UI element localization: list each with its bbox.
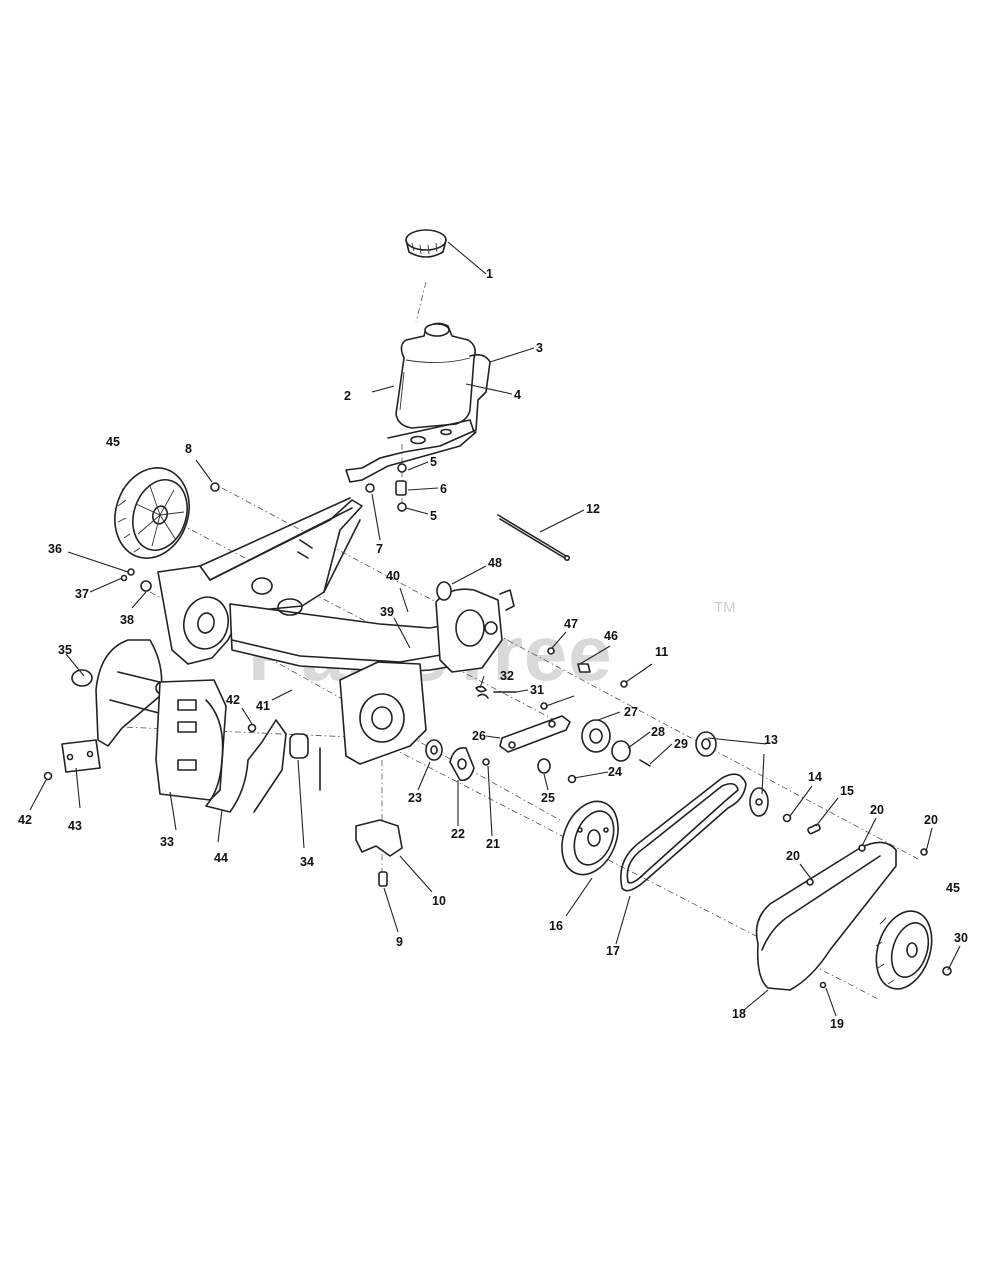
callout-23: 23 [408, 791, 422, 805]
callout-36: 36 [48, 542, 62, 556]
callout-41: 41 [256, 699, 270, 713]
drive-hardware [425, 702, 651, 784]
small-hardware [120, 482, 375, 592]
callout-11: 11 [655, 645, 668, 659]
callout-42-lower: 42 [18, 813, 32, 827]
callout-18: 18 [732, 1007, 746, 1021]
callout-9: 9 [396, 935, 403, 949]
spacer-48-part [436, 581, 515, 611]
bushing-parts [395, 463, 407, 512]
callout-38: 38 [120, 613, 134, 627]
fuel-tank-part [395, 322, 476, 429]
callout-26: 26 [472, 729, 486, 743]
spring-32-31 [475, 685, 517, 699]
fuel-cap-part [405, 229, 447, 258]
callout-20-right: 20 [924, 813, 938, 827]
pulley-16-part [561, 800, 619, 876]
callout-1: 1 [486, 267, 493, 281]
callout-29: 29 [674, 737, 688, 751]
leader-lines [29, 241, 961, 1017]
callout-46: 46 [604, 629, 618, 643]
callout-16: 16 [549, 919, 563, 933]
callout-31: 31 [530, 683, 544, 697]
callout-42-upper: 42 [226, 693, 240, 707]
callout-7-upper: 7 [376, 542, 383, 556]
auger-housing-part [43, 639, 321, 813]
callout-30: 30 [954, 931, 968, 945]
callout-5-upper: 5 [430, 455, 437, 469]
callout-20-upper: 20 [870, 803, 884, 817]
callout-28: 28 [651, 725, 665, 739]
callout-45-right: 45 [946, 881, 960, 895]
callout-27: 27 [624, 705, 638, 719]
callout-24: 24 [608, 765, 622, 779]
callout-25: 25 [541, 791, 555, 805]
rod-part [497, 514, 570, 561]
side-plate-part [339, 588, 503, 765]
callout-37: 37 [75, 587, 89, 601]
callout-6: 6 [440, 482, 447, 496]
callout-8: 8 [185, 442, 192, 456]
callout-3: 3 [536, 341, 543, 355]
callout-43: 43 [68, 819, 82, 833]
watermark-trademark: TM [714, 599, 736, 616]
callout-40: 40 [386, 569, 400, 583]
callout-10: 10 [432, 894, 446, 908]
callout-21: 21 [486, 837, 500, 851]
callout-33: 33 [160, 835, 174, 849]
callout-15: 15 [840, 784, 854, 798]
wheel-left-part [114, 467, 190, 559]
callout-47: 47 [564, 617, 578, 631]
callout-labels: 1 2 3 4 5 6 5 7 8 9 10 11 12 13 14 15 16… [18, 267, 968, 1031]
callout-5-lower: 5 [430, 509, 437, 523]
callout-44: 44 [214, 851, 228, 865]
callout-19: 19 [830, 1017, 844, 1031]
belt-cover-18-part [755, 841, 928, 991]
callout-17: 17 [606, 944, 620, 958]
callout-34: 34 [300, 855, 314, 869]
tank-bracket-part [345, 354, 491, 483]
belt-17-part [620, 773, 747, 892]
callout-2: 2 [344, 389, 351, 403]
callout-45-left: 45 [106, 435, 120, 449]
callout-12: 12 [586, 502, 600, 516]
callout-48: 48 [488, 556, 502, 570]
callout-20-left: 20 [786, 849, 800, 863]
callout-39: 39 [380, 605, 394, 619]
main-frame-part [157, 497, 501, 673]
callout-13: 13 [764, 733, 778, 747]
bracket-10-part [355, 819, 403, 887]
callout-14: 14 [808, 770, 822, 784]
callout-32: 32 [500, 669, 514, 683]
callout-22: 22 [451, 827, 465, 841]
callout-35: 35 [58, 643, 72, 657]
wheel-right-part [875, 910, 952, 990]
callout-4: 4 [514, 388, 521, 402]
small-parts-46-47-11 [547, 647, 628, 688]
